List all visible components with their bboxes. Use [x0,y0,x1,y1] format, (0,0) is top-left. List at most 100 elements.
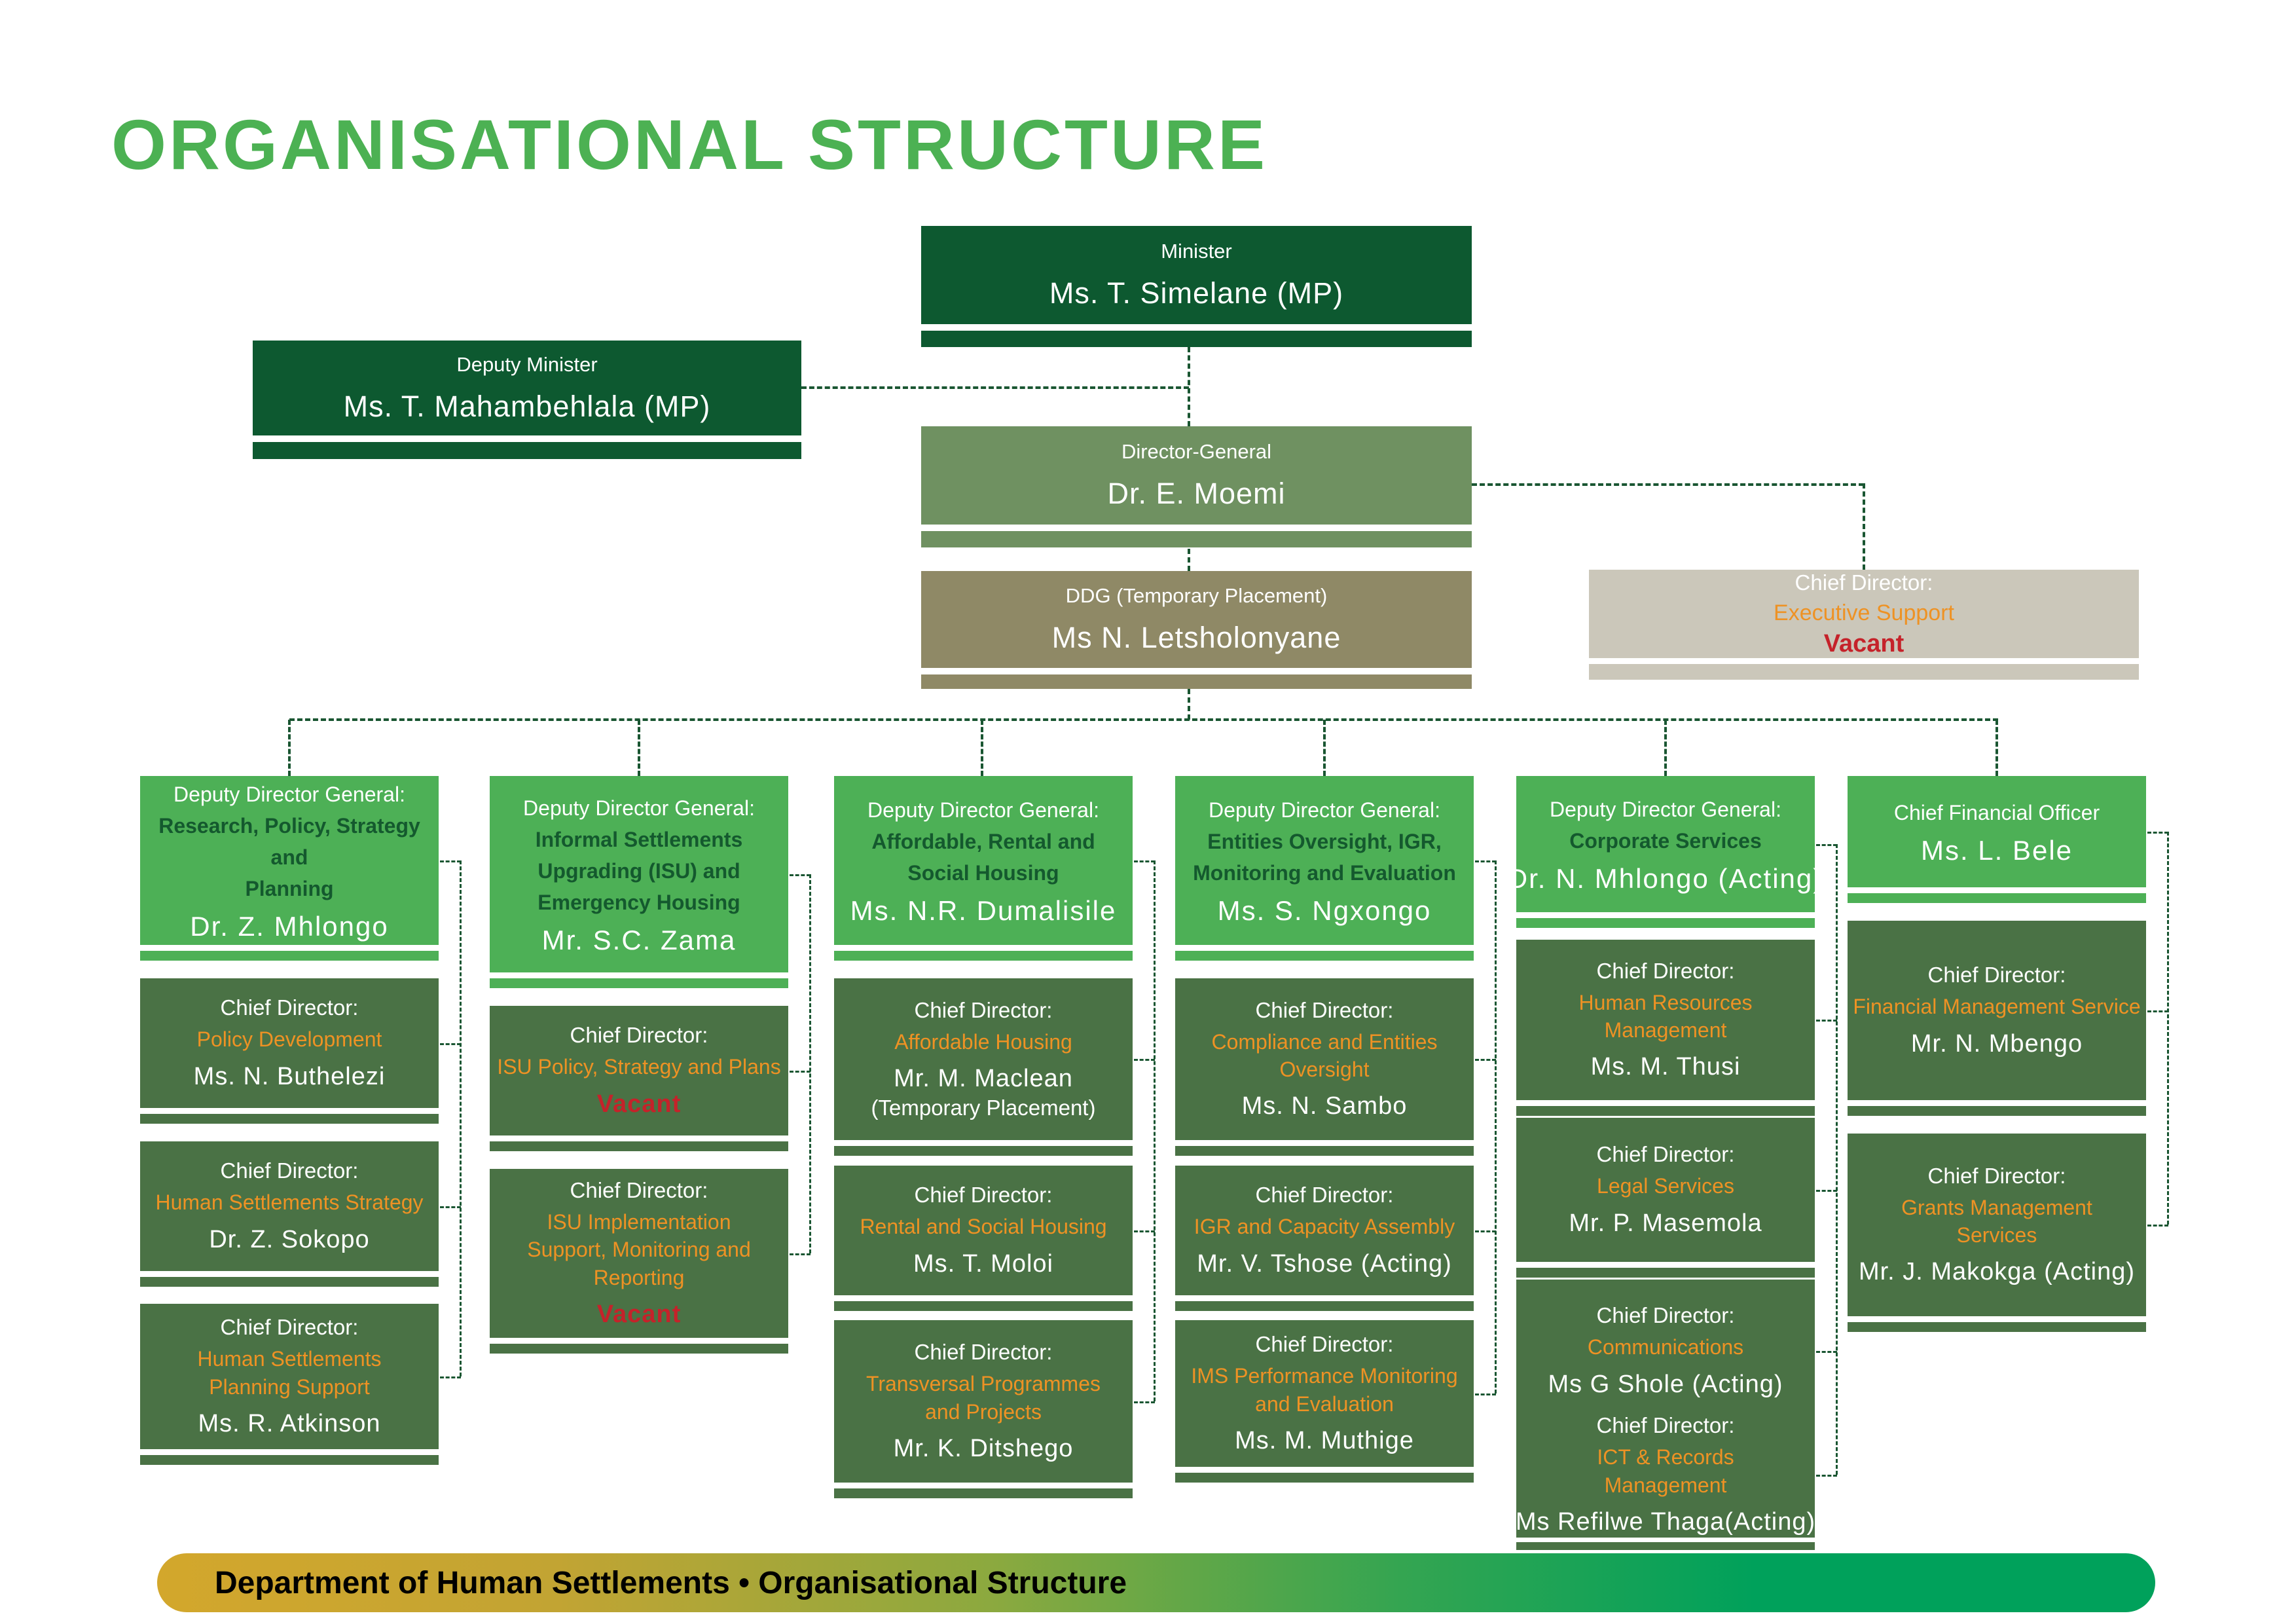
col6-cd1-name: Mr. N. Mbengo [1910,1029,2083,1058]
col5-cd2-underline [1516,1268,1815,1278]
col5-bracket-stub [1816,1351,1837,1353]
col3-cd1-unit: Affordable Housing [894,1029,1072,1054]
col3-cd1-box: Chief Director: Affordable Housing Mr. M… [834,978,1133,1140]
col2-bracket-stub [790,1253,811,1255]
col5-ddg-name: Dr. N. Mhlongo (Acting) [1507,863,1824,894]
col3-bracket-stub [1134,860,1155,862]
deputy-minister-name: Ms. T. Mahambehlala (MP) [343,389,711,423]
col6-cd1-box: Chief Director: Financial Management Ser… [1848,921,2146,1100]
col5-ddg-underline [1516,918,1815,928]
col3-cd2-underline [834,1301,1133,1311]
col6-cfo-box: Chief Financial Officer Ms. L. Bele [1848,776,2146,887]
col4-cd2-name: Mr. V. Tshose (Acting) [1197,1249,1452,1278]
footer-bar: Department of Human Settlements • Organi… [157,1553,2155,1612]
col2-ddg-underline [490,978,788,988]
col3-ddg-underline [834,951,1133,961]
col3-ddg-unit-line: Social Housing [907,861,1059,885]
col1-cd2-underline [140,1277,439,1287]
col5-ddg-unit-line: Corporate Services [1569,829,1762,853]
col1-bracket [460,860,462,1376]
col1-cd3-underline [140,1455,439,1465]
col1-cd2-box: Chief Director: Human Settlements Strate… [140,1141,439,1271]
col2-cd2-name: Vacant [596,1300,682,1328]
col4-cd1-unit: Compliance and Entities Oversight [1211,1029,1438,1081]
connector-drop-col3 [981,720,983,776]
col1-cd2-role: Chief Director: [220,1158,359,1183]
col4-bracket [1495,860,1497,1393]
col4-bracket-stub [1475,1230,1496,1232]
col5-cd4-unit: ICT & Records Management [1597,1445,1734,1497]
col5-bracket [1836,844,1838,1475]
col1-ddg-name: Dr. Z. Mhlongo [190,911,389,942]
col3-cd3-role: Chief Director: [914,1340,1053,1365]
col4-bracket-stub [1475,1059,1496,1061]
connector-dg-ddg [1188,549,1190,571]
col4-ddg-unit-line: Entities Oversight, IGR, [1207,830,1442,853]
director-general-box: Director-General Dr. E. Moemi [921,426,1472,525]
col3-bracket-stub [1134,1401,1155,1403]
col2-cd2-underline [490,1344,788,1354]
col4-cd1-role: Chief Director: [1255,997,1394,1022]
col1-bracket-stub [440,1043,461,1045]
col3-cd3-box: Chief Director: Transversal Programmes a… [834,1320,1133,1483]
col1-ddg-underline [140,951,439,961]
col6-cd2-box: Chief Director: Grants Management Servic… [1848,1134,2146,1316]
executive-support-underline [1589,664,2139,680]
col5-cd1-unit: Human Resources Management [1578,990,1753,1042]
col6-bracket-stub [2147,1010,2168,1012]
col5-ddg-box: Deputy Director General: Corporate Servi… [1508,776,1822,912]
col2-ddg-box: Deputy Director General: Informal Settle… [490,776,788,972]
col3-cd2-role: Chief Director: [914,1183,1053,1208]
col6-bracket-stub [2147,832,2168,834]
col5-cd2-unit: Legal Services [1597,1174,1734,1198]
connector-drop-col1 [288,720,291,776]
col1-ddg-unit-line: Planning [245,877,334,900]
col1-cd3-role: Chief Director: [220,1315,359,1340]
col4-bracket-stub [1475,860,1496,862]
executive-support-box: Chief Director: Executive Support Vacant [1589,570,2139,658]
col6-bracket [2167,832,2169,1225]
col2-cd1-role: Chief Director: [570,1023,708,1048]
col5-cd4-role: Chief Director: [1596,1413,1735,1438]
col3-bracket-stub [1134,1230,1155,1232]
ddg-temporary-box: DDG (Temporary Placement) Ms N. Letsholo… [921,571,1472,668]
col5-cd3-name: Ms G Shole (Acting) [1548,1370,1783,1398]
col6-cd2-role: Chief Director: [1927,1163,2066,1188]
col3-ddg-unit-line: Affordable, Rental and [871,830,1095,853]
director-general-underline [921,531,1472,547]
col4-cd3-unit: IMS Performance Monitoring and Evaluatio… [1191,1364,1458,1416]
executive-support-role: Chief Director: [1795,570,1933,595]
col1-ddg-role: Deputy Director General: [173,783,405,806]
minister-box: Minister Ms. T. Simelane (MP) [921,226,1472,324]
col4-cd2-underline [1175,1301,1474,1311]
col5-bracket-stub [1816,1475,1837,1477]
minister-underline [921,331,1472,347]
col6-bracket-stub [2147,1225,2168,1227]
page-title: ORGANISATIONAL STRUCTURE [111,105,1267,184]
col4-cd2-role: Chief Director: [1255,1183,1394,1208]
col3-cd3-name: Mr. K. Ditshego [893,1434,1074,1462]
col2-ddg-unit-line: Emergency Housing [538,891,740,914]
col5-cd1-role: Chief Director: [1596,958,1735,983]
col6-cfo-role: Chief Financial Officer [1893,801,2100,824]
col3-ddg-box: Deputy Director General: Affordable, Ren… [834,776,1133,945]
col1-cd1-box: Chief Director: Policy Development Ms. N… [140,978,439,1108]
connector-drop-col6 [1995,720,1998,776]
col4-bracket-stub [1475,1393,1496,1395]
col5-cd2-role: Chief Director: [1596,1142,1735,1167]
executive-support-name: Vacant [1823,629,1904,657]
col4-ddg-underline [1175,951,1474,961]
connector-dg-executive-support [1472,483,1864,486]
col2-bracket-stub [790,1071,811,1073]
connector-drop-col4 [1323,720,1326,776]
col4-cd1-box: Chief Director: Compliance and Entities … [1175,978,1474,1140]
col1-cd1-name: Ms. N. Buthelezi [193,1062,386,1090]
col1-bracket-stub [440,1206,461,1208]
col4-cd3-name: Ms. M. Muthige [1235,1426,1414,1454]
connector-executive-support-drop [1863,483,1865,570]
col3-cd1-name: Mr. M. Maclean [894,1065,1073,1093]
col5-cd3-box: Chief Director: Communications Ms G Shol… [1516,1280,1815,1422]
col4-cd1-underline [1175,1146,1474,1156]
col3-cd2-unit: Rental and Social Housing [860,1215,1107,1239]
col5-cd1-underline [1516,1106,1815,1116]
